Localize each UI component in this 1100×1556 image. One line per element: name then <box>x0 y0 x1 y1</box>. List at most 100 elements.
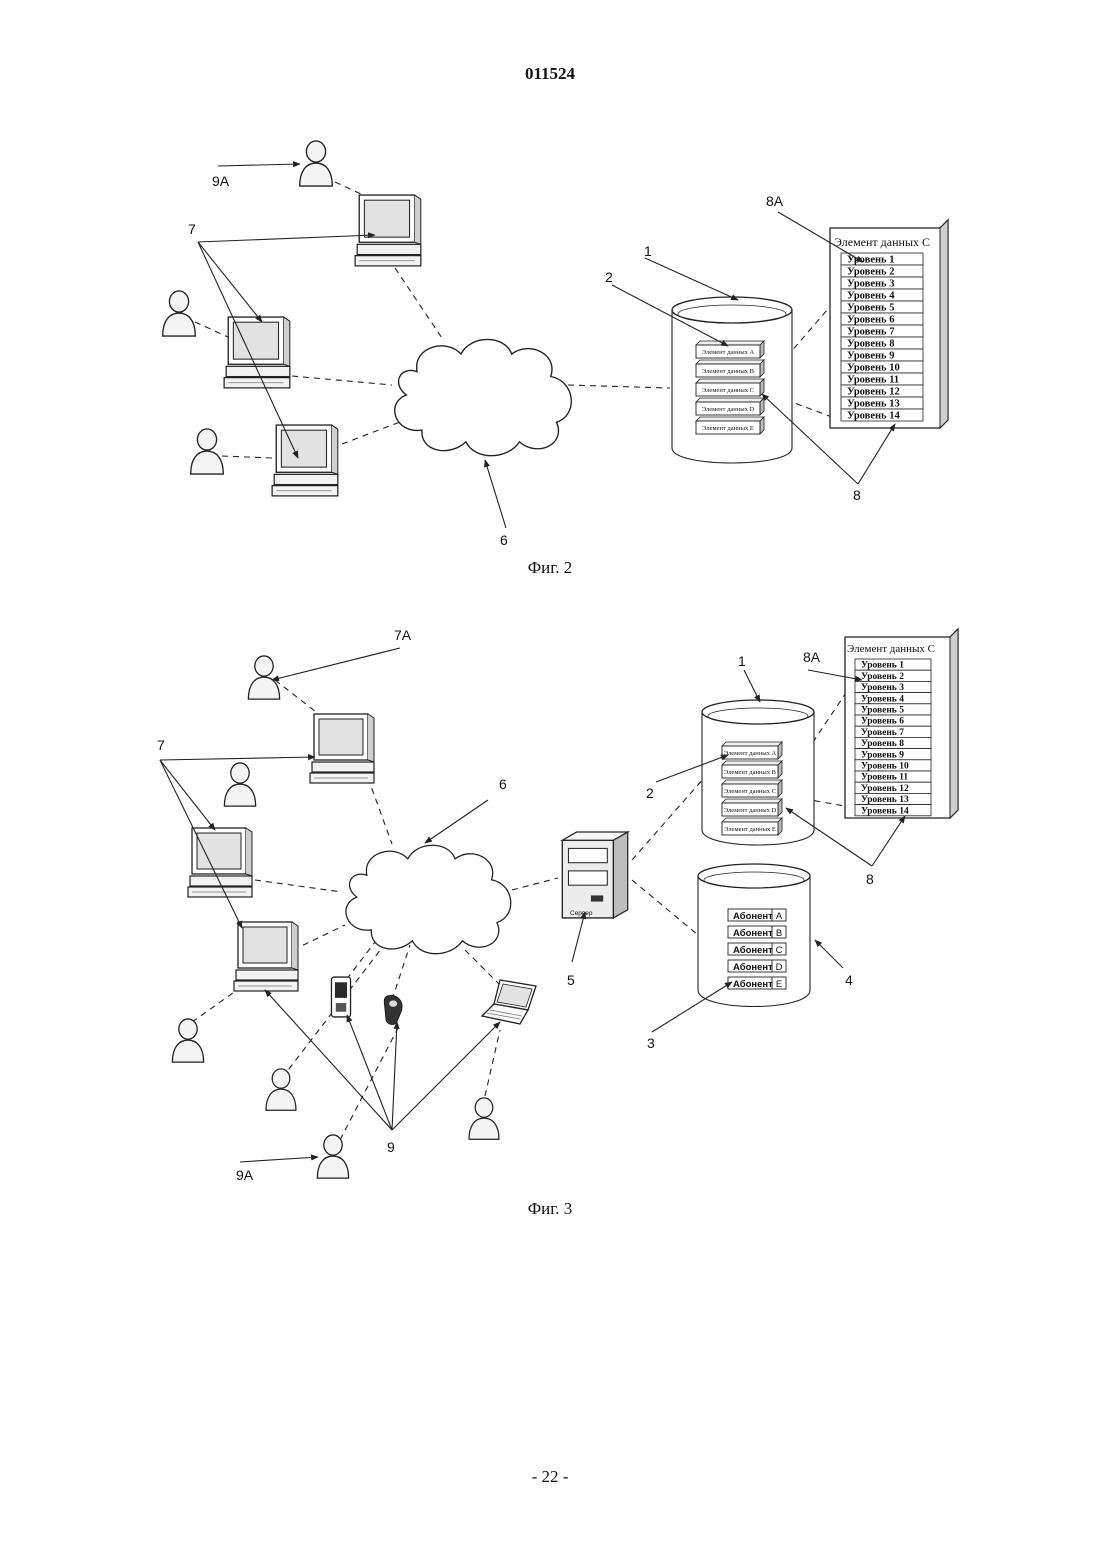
level-label: Уровень 14 <box>847 411 900 422</box>
laptop-icon <box>482 980 536 1024</box>
level-label: Уровень 14 <box>861 806 909 816</box>
computer-icon <box>310 714 374 783</box>
db-item-label: Элемент данных B <box>724 769 777 776</box>
level-label: Уровень 6 <box>847 315 894 326</box>
level-label: Уровень 3 <box>861 683 904 693</box>
subscriber-name: Абонент <box>733 979 773 990</box>
label-9: 9 <box>387 1139 395 1155</box>
level-row: Уровень 14 <box>855 805 931 817</box>
network-cloud-icon <box>395 339 572 455</box>
db-item-label: Элемент данных C <box>702 387 754 394</box>
level-label: Уровень 11 <box>861 773 908 783</box>
db-item: Элемент данных C <box>722 780 782 797</box>
db-item: Элемент данных C <box>696 379 764 396</box>
level-row: Уровень 6 <box>855 715 931 727</box>
fig3-levels: Уровень 1Уровень 2Уровень 3Уровень 4 Уров… <box>855 659 931 816</box>
level-label: Уровень 7 <box>861 728 904 738</box>
level-row: Уровень 2 <box>841 265 923 278</box>
db-item: Элемент данных B <box>696 360 764 377</box>
level-label: Уровень 8 <box>847 339 894 350</box>
db-item-label: Элемент данных E <box>702 425 754 432</box>
db-item: Элемент данных B <box>722 761 782 778</box>
user-icon <box>172 1019 203 1062</box>
panel-title: Элемент данных С <box>834 235 930 249</box>
label-1: 1 <box>738 653 746 669</box>
level-label: Уровень 8 <box>861 739 904 749</box>
subscriber-name: Абонент <box>733 945 773 956</box>
computer-icon <box>224 317 290 388</box>
level-label: Уровень 12 <box>847 387 900 398</box>
level-row: Уровень 7 <box>855 726 931 738</box>
level-row: Уровень 4 <box>855 693 931 705</box>
level-label: Уровень 1 <box>861 661 904 671</box>
level-label: Уровень 11 <box>847 375 899 386</box>
level-label: Уровень 13 <box>847 399 900 410</box>
level-label: Уровень 5 <box>847 303 894 314</box>
label-9a: 9A <box>236 1167 254 1183</box>
level-label: Уровень 4 <box>861 694 904 704</box>
db-item-label: Элемент данных D <box>724 807 777 814</box>
label-3: 3 <box>647 1035 655 1051</box>
computer-icon <box>272 425 338 496</box>
user-icon <box>266 1069 296 1110</box>
subscriber-name: Абонент <box>733 911 773 922</box>
level-row: Уровень 6 <box>841 313 923 326</box>
level-label: Уровень 7 <box>847 327 894 338</box>
label-4: 4 <box>845 972 853 988</box>
level-row: Уровень 5 <box>855 704 931 716</box>
level-label: Уровень 5 <box>861 706 904 716</box>
db-item-label: Элемент данных D <box>702 406 755 413</box>
label-8: 8 <box>866 871 874 887</box>
fig2-levels: Уровень 1Уровень 2Уровень 3Уровень 4Уров… <box>841 253 923 422</box>
subscriber-letter: A <box>776 911 783 922</box>
db-item: Элемент данных D <box>722 799 782 816</box>
subscriber-row: АбонентB <box>728 926 786 939</box>
level-row: Уровень 8 <box>841 337 923 350</box>
network-cloud-icon <box>346 845 511 954</box>
fig2-diagram: Элемент данных A Элемент данных B Элемент … <box>163 141 948 548</box>
db-item: Элемент данных E <box>722 818 782 835</box>
user-icon <box>163 291 196 336</box>
label-2: 2 <box>605 269 613 285</box>
db-item-label: Элемент данных C <box>724 788 776 795</box>
fig2-db-items: Элемент данных A Элемент данных B Элемент … <box>696 341 764 434</box>
db-item: Элемент данных A <box>722 742 782 759</box>
db-item: Элемент данных D <box>696 398 764 415</box>
level-row: Уровень 4 <box>841 289 923 302</box>
label-1: 1 <box>644 243 652 259</box>
level-row: Уровень 1 <box>855 659 931 671</box>
level-row: Уровень 9 <box>841 349 923 362</box>
fig3-subscribers: АбонентAАбонентBАбонентCАбонентDАбонентE <box>728 909 786 990</box>
label-7: 7 <box>157 737 165 753</box>
level-label: Уровень 4 <box>847 291 895 302</box>
level-row: Уровень 13 <box>841 397 923 410</box>
subscriber-row: АбонентA <box>728 909 786 922</box>
computer-icon <box>355 195 421 266</box>
fig3-diagram: Сервер Элемент данных AЭлемент данных BЭ… <box>157 627 958 1183</box>
level-label: Уровень 3 <box>847 279 894 290</box>
subscriber-name: Абонент <box>733 962 773 973</box>
level-label: Уровень 2 <box>861 672 904 682</box>
level-label: Уровень 10 <box>861 762 909 772</box>
level-label: Уровень 10 <box>847 363 900 374</box>
level-row: Уровень 7 <box>841 325 923 338</box>
level-row: Уровень 12 <box>841 385 923 398</box>
subscriber-letter: D <box>776 962 783 973</box>
level-row: Уровень 11 <box>855 771 931 783</box>
computer-icon <box>188 828 252 897</box>
db-item-label: Элемент данных B <box>702 368 755 375</box>
level-row: Уровень 10 <box>841 361 923 374</box>
user-icon <box>317 1135 348 1178</box>
db-item-label: Элемент данных A <box>702 349 755 356</box>
fig3-db-items: Элемент данных A Элемент данных B Элемент … <box>722 742 782 835</box>
subscriber-name: Абонент <box>733 928 773 939</box>
level-row: Уровень 14 <box>841 409 923 422</box>
db-item-label: Элемент данных E <box>724 826 776 833</box>
level-row: Уровень 3 <box>841 277 923 290</box>
label-7: 7 <box>188 221 196 237</box>
user-icon <box>248 656 279 699</box>
label-2: 2 <box>646 785 654 801</box>
label-5: 5 <box>567 972 575 988</box>
db-item-label: Элемент данных A <box>724 750 777 757</box>
